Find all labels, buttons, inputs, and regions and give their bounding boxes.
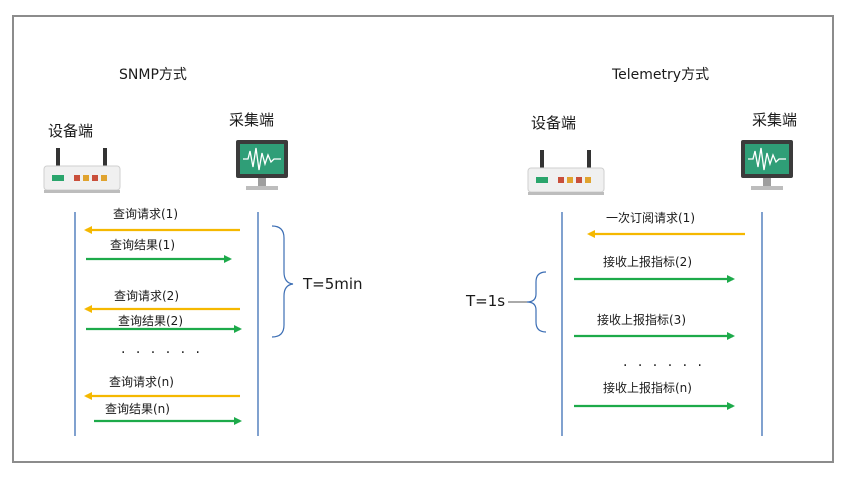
telemetry-message-label: 接收上报指标(3) bbox=[597, 313, 686, 327]
snmp-interval-bracket bbox=[271, 225, 294, 338]
snmp-device-label: 设备端 bbox=[48, 122, 94, 140]
router-icon bbox=[527, 150, 605, 195]
snmp-message-label: 查询请求(2) bbox=[114, 289, 179, 303]
monitor-icon bbox=[236, 140, 288, 190]
snmp-message-label: 查询请求(1) bbox=[113, 207, 178, 221]
monitor-icon bbox=[741, 140, 793, 190]
telemetry-interval-label: T=1s bbox=[466, 292, 506, 310]
telemetry-interval-bracket bbox=[526, 271, 547, 333]
router-icon bbox=[43, 148, 121, 193]
snmp-interval-label: T=5min bbox=[303, 275, 363, 293]
telemetry-title: Telemetry方式 bbox=[612, 67, 710, 83]
snmp-title: SNMP方式 bbox=[119, 67, 187, 83]
snmp-message-label: 查询结果(1) bbox=[110, 238, 175, 252]
snmp-ellipsis: · · · · · · bbox=[121, 345, 203, 361]
telemetry-device-label: 设备端 bbox=[531, 114, 577, 132]
telemetry-message-label: 一次订阅请求(1) bbox=[606, 211, 695, 225]
telemetry-message-label: 接收上报指标(n) bbox=[603, 381, 692, 395]
snmp-message-label: 查询结果(2) bbox=[118, 314, 183, 328]
snmp-message-label: 查询请求(n) bbox=[109, 375, 174, 389]
diagram-frame bbox=[12, 15, 834, 463]
telemetry-message-label: 接收上报指标(2) bbox=[603, 255, 692, 269]
snmp-collector-label: 采集端 bbox=[229, 111, 275, 129]
telemetry-collector-label: 采集端 bbox=[752, 111, 798, 129]
telemetry-ellipsis: · · · · · · bbox=[623, 358, 705, 374]
snmp-message-label: 查询结果(n) bbox=[105, 402, 170, 416]
